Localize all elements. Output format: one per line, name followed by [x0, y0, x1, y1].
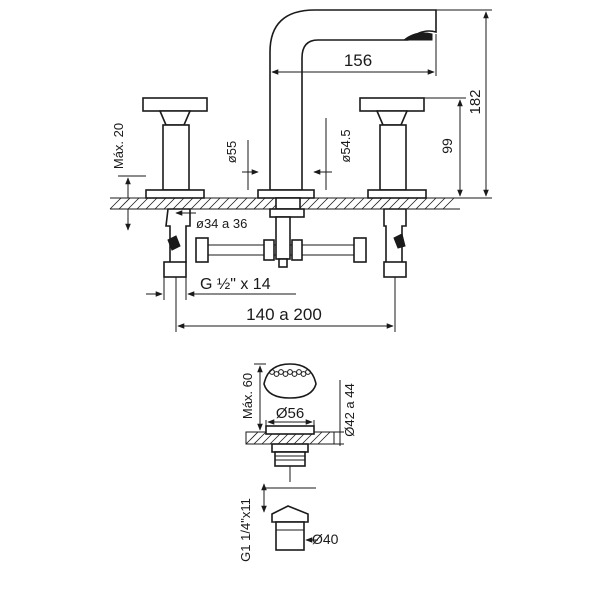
faucet-assembly: 156 182 99 Máx. 20 ø55	[109, 9, 492, 332]
hatch-line	[370, 197, 383, 210]
dim-center-spacing-label: 140 a 200	[246, 305, 322, 324]
hatch-line	[109, 197, 122, 210]
under-deck-plumbing	[163, 208, 407, 278]
knurl-mark	[278, 369, 284, 375]
knurl-mark	[282, 371, 289, 377]
dim-handle-height: 99	[424, 97, 466, 197]
dim-drain-hole: Ø42 a 44	[334, 380, 357, 446]
hatch-line	[334, 197, 347, 210]
hatch-line	[163, 197, 176, 210]
knurl-mark	[287, 369, 293, 375]
dim-thread-label: G ½" x 14	[200, 276, 271, 293]
hatch-line	[253, 197, 266, 210]
dim-drain-hole-label: Ø42 a 44	[342, 383, 357, 437]
hatch-line	[262, 197, 275, 210]
hatch-line	[379, 197, 392, 210]
knurl-mark	[273, 371, 280, 377]
dim-max-deck-label: Máx. 20	[111, 123, 126, 169]
right-handle	[359, 97, 427, 199]
hatch-line	[172, 197, 185, 210]
dim-drain-thread: G1 1/4"x11	[238, 483, 316, 562]
hatch-line	[325, 197, 338, 210]
hatch-line	[352, 197, 365, 210]
hatch-line	[298, 197, 311, 210]
hatch-line	[343, 197, 356, 210]
drain-cap	[263, 363, 317, 399]
hatch-line	[145, 197, 158, 210]
drain-basin	[245, 425, 335, 482]
drain-tailpiece	[271, 505, 309, 551]
dim-base-left-label: ø55	[224, 141, 239, 163]
hatch-line	[154, 197, 167, 210]
hatch-line	[245, 431, 259, 445]
hatch-line	[226, 197, 239, 210]
knurl-mark	[269, 369, 275, 375]
knurl-mark	[300, 371, 307, 377]
dim-thread: G ½" x 14	[146, 276, 296, 300]
hatch-line	[118, 197, 131, 210]
dim-drain-max-height: Máx. 60	[240, 363, 266, 433]
dim-max-deck: Máx. 20	[111, 123, 146, 231]
dim-drain-thread-label: G1 1/4"x11	[238, 498, 253, 562]
hatch-line	[181, 197, 194, 210]
hatch-line	[415, 197, 428, 210]
hatch-line	[190, 197, 203, 210]
hatch-line	[127, 197, 140, 210]
hatch-line	[317, 431, 331, 445]
dim-drain-cap: Ø56	[265, 405, 315, 426]
hatch-line	[244, 197, 257, 210]
hatch-line	[217, 197, 230, 210]
knurl-mark	[291, 371, 298, 377]
hatch-line	[316, 197, 329, 210]
hatch-line	[442, 197, 455, 210]
dim-base-right-label: ø54.5	[338, 129, 353, 162]
dim-base-right: ø54.5	[313, 118, 353, 190]
dim-drain-cap-label: Ø56	[276, 405, 304, 422]
hatch-line	[433, 197, 446, 210]
dim-hole-diameter: ø34 a 36	[175, 210, 247, 231]
dim-spout-reach: 156	[269, 34, 437, 76]
hatch-line	[361, 197, 374, 210]
dim-drain-tail: Ø40	[305, 531, 339, 547]
knurl-mark	[305, 369, 311, 375]
dim-hole-diameter-label: ø34 a 36	[196, 216, 247, 231]
dim-drain-tail-label: Ø40	[312, 531, 339, 547]
hatch-line	[406, 197, 419, 210]
dim-total-height-label: 182	[467, 89, 484, 114]
hatch-line	[307, 197, 320, 210]
hatch-line	[235, 197, 248, 210]
dim-handle-height-label: 99	[439, 138, 455, 154]
hatch-line	[397, 197, 410, 210]
dim-total-height: 182	[436, 9, 492, 199]
hatch-line	[388, 197, 401, 210]
dim-base-left: ø55	[224, 140, 259, 190]
hatch-line	[309, 431, 323, 445]
dim-drain-max-height-label: Máx. 60	[240, 373, 255, 419]
dim-spout-reach-label: 156	[344, 51, 372, 70]
hatch-line	[253, 431, 267, 445]
drain-assembly: Máx. 60 Ø56 Ø42 a 44 G1 1/4"x11 Ø40	[238, 363, 357, 562]
left-handle	[142, 97, 208, 199]
hatch-line	[136, 197, 149, 210]
dim-center-spacing: 140 a 200	[175, 277, 396, 332]
hatch-line	[424, 197, 437, 210]
hatch-line	[208, 197, 221, 210]
spout	[257, 9, 437, 218]
knurl-mark	[296, 369, 302, 375]
hatch-line	[199, 197, 212, 210]
